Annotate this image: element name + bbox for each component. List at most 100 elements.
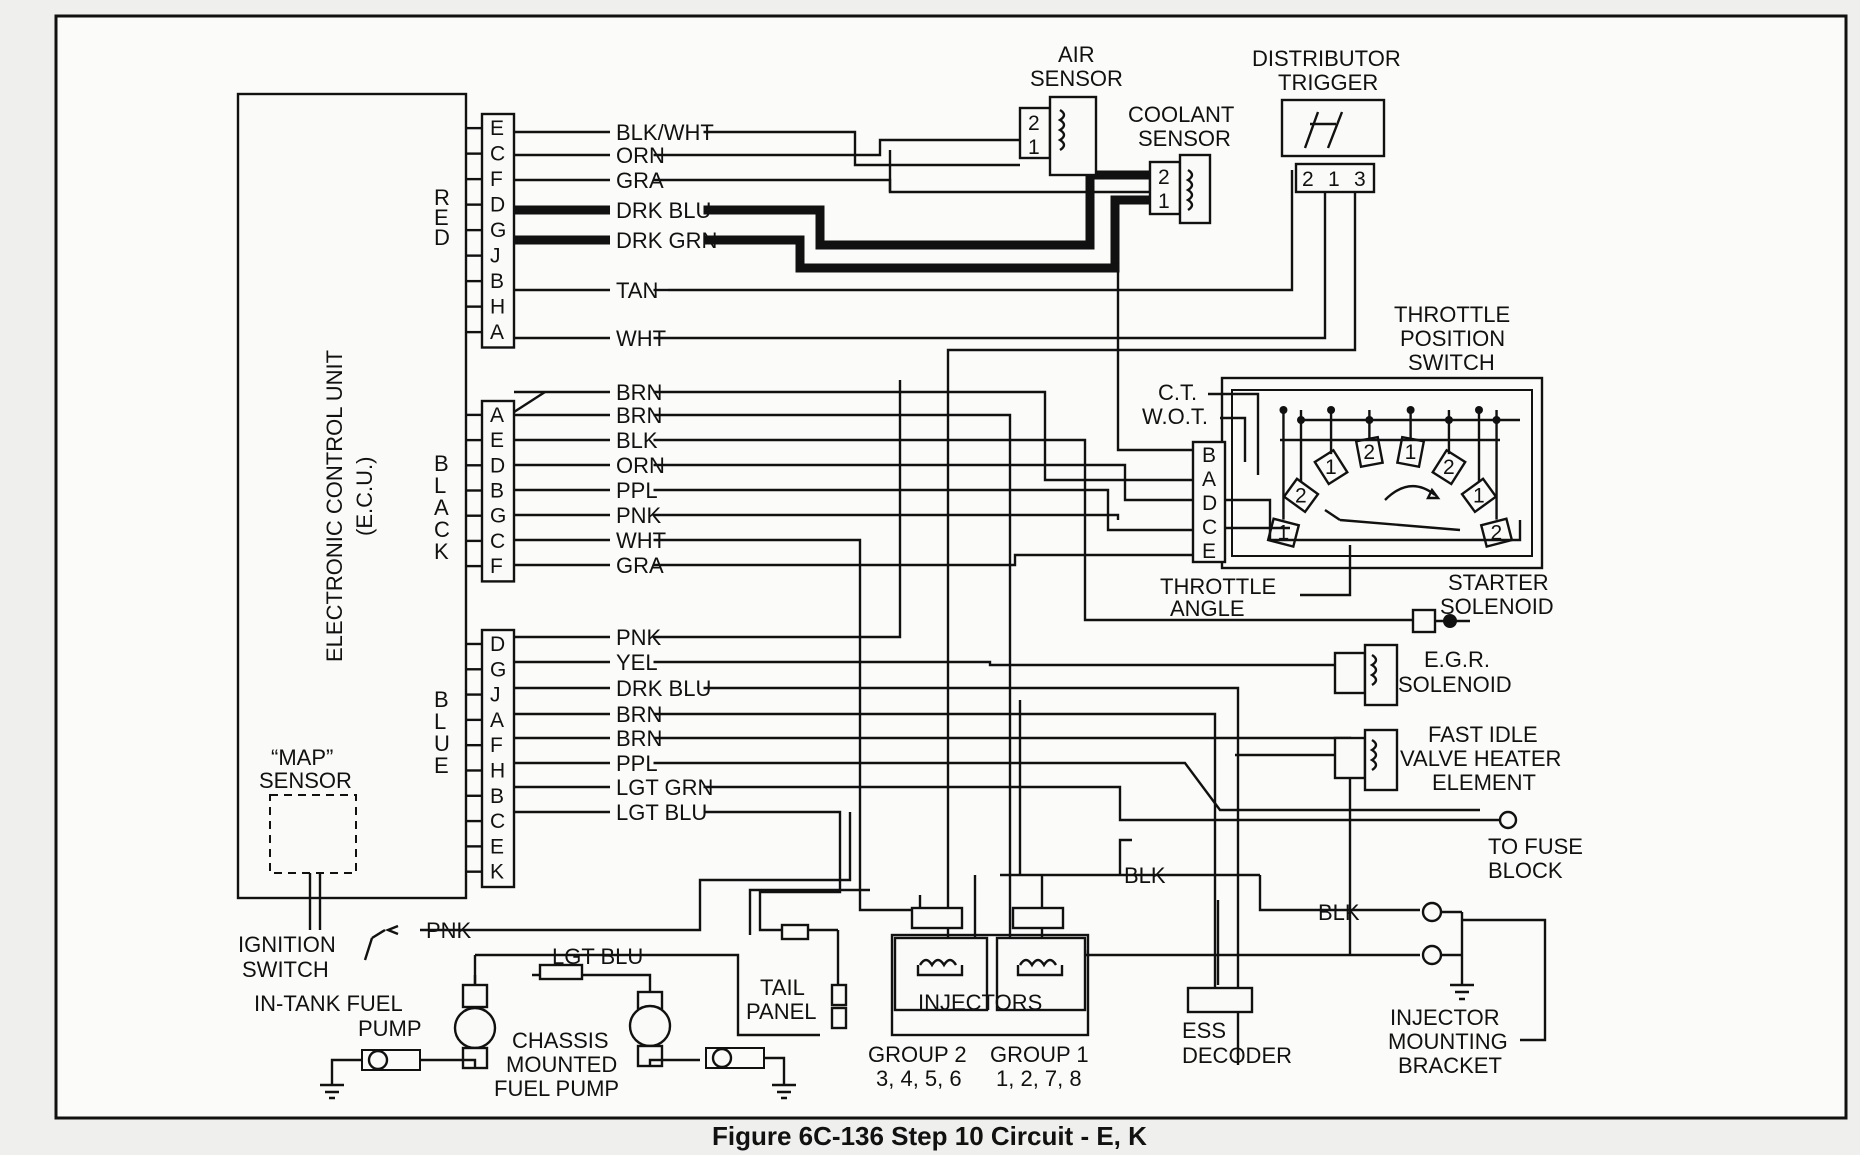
pnk-label: PNK	[426, 918, 472, 943]
connector-label-red-2: D	[434, 225, 450, 250]
tps-wot: W.O.T.	[1142, 404, 1208, 429]
group2-label-1: GROUP 2	[868, 1042, 967, 1067]
pin-blue-3: A	[490, 709, 504, 732]
tps-contact-box-2	[1313, 448, 1349, 486]
pin-black-2: D	[490, 454, 505, 477]
wire-label-red-3: DRK BLU	[616, 198, 711, 223]
tps-contact-2: 1	[1325, 456, 1337, 479]
wire-label-black-2: BLK	[616, 428, 658, 453]
fast-idle-label-3: ELEMENT	[1432, 770, 1536, 795]
tps-pin-4: E	[1202, 540, 1216, 563]
ecu-title: ELECTRONIC CONTROL UNIT	[322, 350, 347, 662]
in-tank-label-2: PUMP	[358, 1016, 422, 1041]
coolant-sensor: 2 1 COOLANT SENSOR	[1128, 102, 1234, 225]
map-sensor-label-2: SENSOR	[259, 768, 352, 793]
tps-contact-6: 1	[1473, 484, 1485, 507]
connector-label-blue-1: L	[434, 709, 446, 734]
blk-label-1: BLK	[1124, 863, 1166, 888]
wire-label-blue-6: LGT GRN	[616, 775, 713, 800]
egr-solenoid: E.G.R. SOLENOID	[1333, 643, 1512, 707]
routing-wires	[420, 130, 1480, 1065]
tps-contact-box-6	[1460, 477, 1498, 514]
connector-label-blue-0: B	[434, 687, 449, 712]
ecu-abbrev: (E.C.U.)	[352, 457, 377, 536]
pin-blue-6: B	[490, 785, 504, 808]
tps-ct: C.T.	[1158, 380, 1197, 405]
tps-pin-3: C	[1202, 516, 1217, 539]
pin-black-3: B	[490, 480, 504, 503]
tps-title-1: THROTTLE	[1394, 302, 1510, 327]
tps-pin-2: D	[1202, 492, 1217, 515]
pin-red-1: C	[490, 143, 505, 166]
group1-label-2: 1, 2, 7, 8	[996, 1066, 1082, 1091]
chassis-label-3: FUEL PUMP	[494, 1076, 619, 1101]
fast-idle-label-2: VALVE HEATER	[1400, 746, 1561, 771]
connector-blue	[480, 628, 516, 889]
map-sensor-box	[269, 794, 357, 874]
pin-blue-8: E	[490, 835, 504, 858]
coolant-pin-1: 1	[1158, 190, 1170, 213]
tps-contact-box-5	[1431, 448, 1467, 486]
pin-black-1: E	[490, 429, 504, 452]
wire-label-blue-2: DRK BLU	[616, 676, 711, 701]
wire-label-red-5: TAN	[616, 278, 658, 303]
pin-blue-2: J	[490, 684, 501, 707]
chassis-fuel-pump: CHASSIS MOUNTED FUEL PUMP	[494, 990, 796, 1101]
wire-label-blue-1: YEL	[616, 650, 658, 675]
tps-contact-7: 2	[1491, 522, 1503, 545]
coolant-label-2: SENSOR	[1138, 126, 1231, 151]
connector-label-red-1: E	[434, 205, 449, 230]
pin-blue-9: K	[490, 861, 504, 884]
pin-red-3: D	[490, 194, 505, 217]
ground-bracket: INJECTOR MOUNTING BRACKET	[1388, 901, 1547, 1078]
pin-blue-5: H	[490, 759, 505, 782]
wire-label-red-4: DRK GRN	[616, 228, 717, 253]
pin-red-7: H	[490, 296, 505, 319]
ess-label-2: DECODER	[1182, 1043, 1292, 1068]
pin-red-0: E	[490, 117, 504, 140]
air-sensor-label-1: AIR	[1058, 42, 1095, 67]
ignition-switch: IGNITION SWITCH PNK	[238, 873, 472, 982]
pin-blue-4: F	[490, 734, 503, 757]
connector-red	[480, 112, 516, 349]
fast-idle-valve: FAST IDLE VALVE HEATER ELEMENT	[1333, 722, 1561, 795]
tail-panel: TAIL PANEL	[746, 923, 848, 1030]
wire-label-black-4: PPL	[616, 478, 658, 503]
in-tank-label-1: IN-TANK FUEL	[254, 991, 403, 1016]
ignition-label-2: SWITCH	[242, 957, 329, 982]
injectors: INJECTORS GROUP 2 3, 4, 5, 6 GROUP 1 1, …	[868, 906, 1090, 1091]
connector-label-black-3: C	[434, 517, 450, 542]
ecu-box	[236, 92, 468, 900]
fuse-block: TO FUSE BLOCK	[1480, 810, 1583, 883]
fast-idle-label-1: FAST IDLE	[1428, 722, 1538, 747]
pin-black-4: G	[490, 505, 506, 528]
dist-label-1: DISTRIBUTOR	[1252, 46, 1401, 71]
egr-label-2: SOLENOID	[1398, 672, 1512, 697]
dist-pin-2: 2	[1302, 168, 1314, 191]
pin-blue-0: D	[490, 633, 505, 656]
tps-contact-5: 2	[1443, 456, 1455, 479]
dist-label-2: TRIGGER	[1278, 70, 1378, 95]
bracket-label-1: INJECTOR	[1390, 1005, 1500, 1030]
tps-contact-3: 2	[1363, 441, 1375, 464]
injectors-label: INJECTORS	[918, 990, 1042, 1015]
ignition-label-1: IGNITION	[238, 932, 336, 957]
pin-red-6: B	[490, 270, 504, 293]
coolant-label-1: COOLANT	[1128, 102, 1234, 127]
chassis-label-2: MOUNTED	[506, 1052, 617, 1077]
in-tank-fuel-pump: IN-TANK FUEL PUMP	[254, 963, 584, 1100]
chassis-label-1: CHASSIS	[512, 1028, 609, 1053]
pin-black-6: F	[490, 555, 503, 578]
connector-label-blue-2: U	[434, 731, 450, 756]
ess-decoder: ESS DECODER	[1182, 986, 1292, 1068]
starter-solenoid: STARTER SOLENOID	[1411, 570, 1554, 634]
pin-red-5: J	[490, 245, 501, 268]
air-sensor-label-2: SENSOR	[1030, 66, 1123, 91]
tps-contact-box-1	[1282, 477, 1320, 514]
connector-label-black-0: B	[434, 451, 449, 476]
connector-label-black-1: L	[434, 473, 446, 498]
starter-label-1: STARTER	[1448, 570, 1549, 595]
